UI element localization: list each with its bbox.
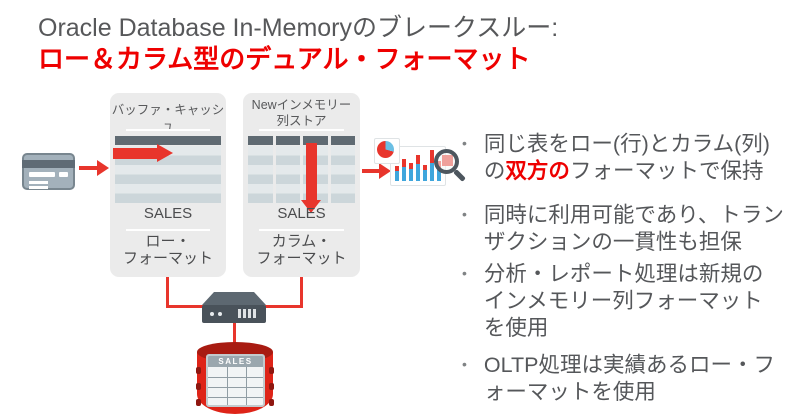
pie-chart-icon	[377, 141, 394, 158]
table-column	[248, 136, 273, 203]
connector-line	[265, 305, 303, 308]
table-grid-line	[208, 397, 263, 399]
server-led	[210, 312, 214, 316]
column-body	[248, 146, 273, 203]
column-scan-arrow	[306, 143, 317, 200]
bar	[415, 155, 421, 181]
slide-title-line2: ロー＆カラム型のデュアル・フォーマット	[38, 44, 531, 74]
column-table	[248, 136, 355, 203]
database-table: SALES	[206, 354, 265, 407]
server-vent	[238, 309, 241, 318]
table-column	[275, 136, 300, 203]
database-ridge	[269, 367, 274, 374]
bar	[395, 166, 400, 181]
server-vent	[253, 309, 256, 318]
table-grid-line	[208, 387, 263, 389]
connector-line	[300, 277, 303, 308]
arrow-shaft	[79, 166, 98, 170]
database-ridge	[269, 383, 274, 390]
divider	[126, 129, 210, 131]
bullet-marker: •	[462, 356, 467, 372]
bullet-segment: 同じ表をロー(行)とカラム(列)の	[483, 132, 770, 183]
bullet-segment: OLTP処理は実績あるロー・フォーマットを使用	[483, 353, 775, 404]
database-ridge	[196, 383, 201, 390]
divider	[126, 229, 210, 231]
credit-card-detail	[29, 181, 48, 184]
column-store-panel: Newインメモリー 列ストア SALES カラム・ フォーマット	[243, 93, 360, 277]
connector-line	[166, 277, 169, 308]
column-format-label: カラム・ フォーマット	[243, 233, 360, 267]
buffer-cache-table-name: SALES	[143, 205, 193, 222]
bar	[401, 159, 407, 181]
row-table-header	[115, 136, 221, 145]
credit-card-stripe	[22, 160, 75, 168]
bullet-segment: フォーマットで保持	[569, 159, 764, 183]
row-scan-arrow-head	[157, 144, 173, 162]
bullet-item-2: • 同時に利用可能であり、トランザクションの一貫性も担保	[462, 202, 784, 256]
column-header	[248, 136, 273, 145]
row-format-line2: フォーマット	[122, 249, 213, 267]
bullet-text: 同時に利用可能であり、トランザクションの一貫性も担保	[484, 202, 784, 256]
arrow-shaft	[362, 169, 380, 173]
table-grid-line	[246, 367, 248, 405]
column-store-table-name: SALES	[277, 205, 326, 222]
column-store-title-line2: 列ストア	[276, 114, 327, 128]
database-ridge	[269, 399, 274, 406]
credit-card-detail	[29, 186, 48, 189]
bullet-marker: •	[462, 265, 467, 281]
bullet-item-1: • 同じ表をロー(行)とカラム(列)の双方のフォーマットで保持	[462, 131, 784, 185]
bullet-item-4: • OLTP処理は実績あるロー・フォーマットを使用	[462, 352, 784, 406]
slide-title-line1: Oracle Database In-Memoryのブレークスルー:	[38, 14, 559, 42]
table-column	[330, 136, 355, 203]
arrow-head	[97, 160, 109, 176]
table-grid-line	[208, 377, 263, 379]
bar	[408, 163, 414, 181]
column-store-title: Newインメモリー 列ストア	[243, 97, 360, 129]
column-format-line2: フォーマット	[256, 249, 347, 267]
bullet-item-3: • 分析・レポート処理は新規のインメモリー列フォーマットを使用	[462, 261, 784, 342]
column-store-title-line1: Newインメモリー	[251, 98, 352, 112]
buffer-cache-panel: バッファ・キャッシュ SALES ロー・ フォーマット	[110, 93, 226, 277]
divider	[259, 129, 344, 131]
column-body	[275, 146, 300, 203]
column-format-line1: カラム・	[271, 233, 332, 250]
row-format-label: ロー・ フォーマット	[110, 233, 226, 267]
bullet-marker: •	[462, 206, 467, 222]
bullet-segment-emphasis: 双方の	[505, 159, 570, 183]
credit-card-detail	[59, 172, 68, 177]
column-header	[330, 136, 355, 145]
bullet-segment: 分析・レポート処理は新規のインメモリー列フォーマットを使用	[483, 262, 764, 340]
server-top	[202, 292, 266, 305]
row-scan-arrow	[113, 148, 157, 159]
bullet-segment: 同時に利用可能であり、トランザクションの一貫性も担保	[483, 203, 784, 254]
table-grid-line	[227, 367, 229, 405]
column-header	[303, 136, 328, 145]
server-led	[218, 312, 222, 316]
database-ridge	[196, 367, 201, 374]
bullet-text: 同じ表をロー(行)とカラム(列)の双方のフォーマットで保持	[484, 131, 784, 185]
column-scan-arrow-head	[301, 200, 321, 213]
column-body	[330, 146, 355, 203]
bar	[422, 165, 428, 181]
bar	[429, 150, 435, 181]
server-vent	[248, 309, 251, 318]
bullet-text: 分析・レポート処理は新規のインメモリー列フォーマットを使用	[484, 261, 784, 342]
connector-line	[233, 322, 236, 347]
arrow-head	[379, 163, 391, 179]
connector-line	[166, 305, 204, 308]
column-header	[275, 136, 300, 145]
database-ridge	[196, 399, 201, 406]
bullet-text: OLTP処理は実績あるロー・フォーマットを使用	[484, 352, 784, 406]
server-vent	[243, 309, 246, 318]
row-format-line1: ロー・	[145, 233, 191, 250]
credit-card-detail	[29, 172, 55, 177]
divider	[259, 229, 344, 231]
bullet-marker: •	[462, 135, 467, 151]
database-table-name: SALES	[208, 356, 263, 367]
